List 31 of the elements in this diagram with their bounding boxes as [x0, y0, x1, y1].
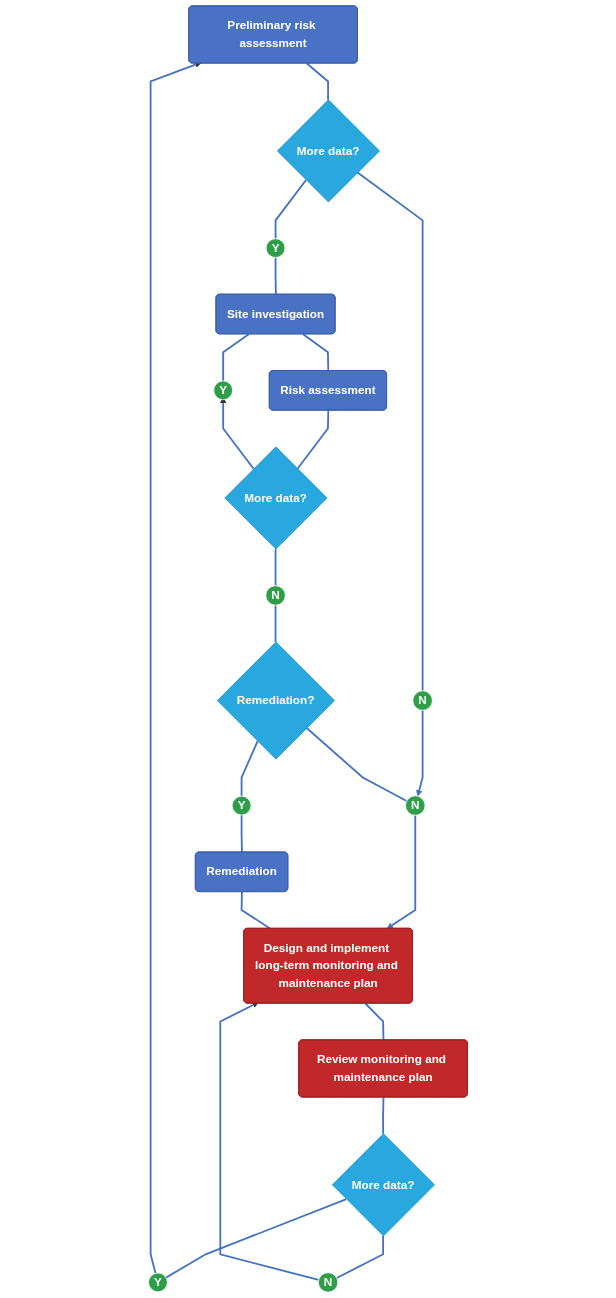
- node-diamond: [332, 1133, 435, 1237]
- connector: [274, 256, 277, 296]
- node-circle: [405, 795, 426, 816]
- connector: [335, 1235, 384, 1279]
- connector: [274, 604, 277, 643]
- connector: [306, 62, 329, 101]
- node-circle: [317, 1272, 339, 1293]
- node-diamond: [276, 99, 380, 203]
- connector: [382, 1096, 385, 1135]
- arrow: [416, 709, 424, 797]
- connector: [274, 179, 307, 240]
- node-diamond: [216, 641, 335, 760]
- connector: [274, 548, 277, 587]
- arrow: [219, 1002, 320, 1281]
- connector: [302, 333, 330, 372]
- connector: [240, 740, 259, 798]
- connector: [240, 891, 272, 930]
- node-diamond: [224, 446, 328, 550]
- node-circle: [265, 585, 286, 606]
- node-circle: [265, 238, 286, 258]
- arrow: [386, 814, 417, 929]
- connector: [222, 333, 250, 382]
- node-circle: [412, 690, 433, 711]
- connector: [356, 171, 424, 692]
- node-circle: [213, 380, 233, 401]
- node-circle: [148, 1272, 168, 1293]
- connector: [240, 814, 243, 854]
- connector: [296, 409, 330, 470]
- node-circle: [231, 795, 252, 816]
- connector: [165, 1198, 348, 1279]
- connector: [305, 727, 408, 802]
